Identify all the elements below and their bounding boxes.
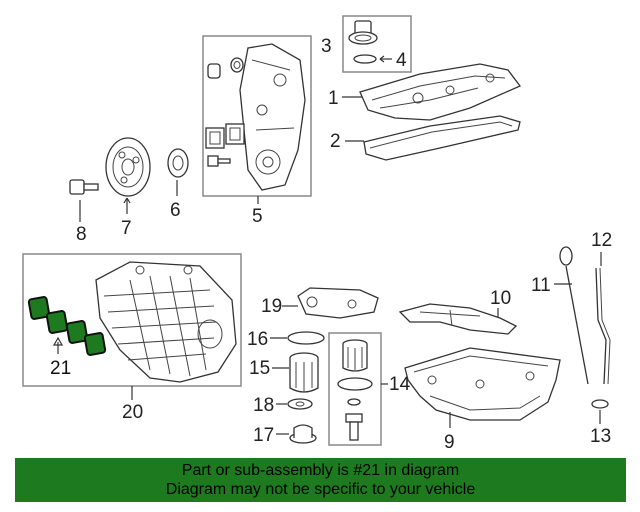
oil-filter-element[interactable] — [342, 339, 368, 372]
callout-4[interactable]: 4 — [396, 50, 407, 71]
timing-cover-box — [202, 35, 312, 197]
callout-20[interactable]: 20 — [122, 402, 143, 423]
oil-filler-cap[interactable] — [348, 20, 378, 45]
callout-9[interactable]: 9 — [444, 432, 455, 453]
callout-15[interactable]: 15 — [249, 358, 270, 379]
crankshaft-pulley[interactable] — [105, 137, 151, 197]
callout-11[interactable]: 11 — [531, 275, 551, 296]
intake-manifold-gaskets-highlighted[interactable] — [27, 296, 107, 356]
callout-17[interactable]: 17 — [253, 425, 274, 446]
oil-filter-kit-box — [328, 332, 382, 446]
banner-line-part: Part or sub-assembly is #21 in diagram — [181, 462, 460, 479]
dipstick-tube-o-ring[interactable] — [591, 399, 609, 409]
filter-drain-pipe[interactable] — [345, 413, 363, 441]
callout-16[interactable]: 16 — [247, 329, 268, 350]
banner-line-disclaimer: Diagram may not be specific to your vehi… — [165, 481, 476, 498]
oil-cap-gasket[interactable] — [353, 54, 377, 64]
oil-filter-bracket[interactable] — [297, 287, 379, 319]
callout-14[interactable]: 14 — [389, 374, 411, 395]
timing-cover-seals[interactable] — [207, 57, 244, 79]
callout-13[interactable]: 13 — [590, 426, 611, 447]
oil-cap-box — [342, 15, 412, 73]
callout-5[interactable]: 5 — [252, 206, 263, 227]
valve-cover-gasket[interactable] — [363, 115, 521, 161]
timing-cover-bolt[interactable] — [207, 155, 231, 167]
callout-6[interactable]: 6 — [170, 200, 181, 221]
callout-12[interactable]: 12 — [591, 230, 612, 251]
info-banner: Part or sub-assembly is #21 in diagram D… — [15, 458, 626, 502]
oil-pan[interactable] — [404, 347, 561, 421]
callout-2[interactable]: 2 — [330, 131, 341, 152]
drain-plug[interactable] — [289, 424, 317, 444]
oil-baffle-plate[interactable] — [398, 303, 518, 335]
parts-diagram: 3 4 1 2 5 — [22, 15, 612, 453]
callout-18[interactable]: 18 — [253, 395, 274, 416]
filter-o-ring[interactable] — [337, 377, 373, 391]
callout-8[interactable]: 8 — [76, 224, 87, 245]
callout-10[interactable]: 10 — [490, 288, 511, 309]
drain-plug-washer[interactable] — [287, 398, 313, 410]
valve-cover[interactable] — [359, 63, 522, 121]
pulley-bolt[interactable] — [69, 179, 99, 195]
callout-19[interactable]: 19 — [261, 296, 282, 317]
timing-cover[interactable] — [239, 43, 306, 191]
callout-3[interactable]: 3 — [321, 36, 332, 57]
o-ring[interactable] — [287, 331, 325, 345]
oil-filter-housing[interactable] — [289, 352, 319, 393]
callout-1[interactable]: 1 — [328, 88, 339, 109]
dipstick-tube[interactable] — [595, 267, 611, 385]
filter-gasket[interactable] — [347, 398, 361, 406]
intake-manifold[interactable] — [95, 261, 237, 383]
callout-21[interactable]: 21 — [50, 358, 71, 379]
oil-dipstick[interactable] — [559, 246, 589, 385]
callout-7[interactable]: 7 — [121, 218, 132, 239]
crankshaft-seal[interactable] — [167, 148, 189, 178]
timing-cover-gaskets[interactable] — [205, 123, 245, 149]
